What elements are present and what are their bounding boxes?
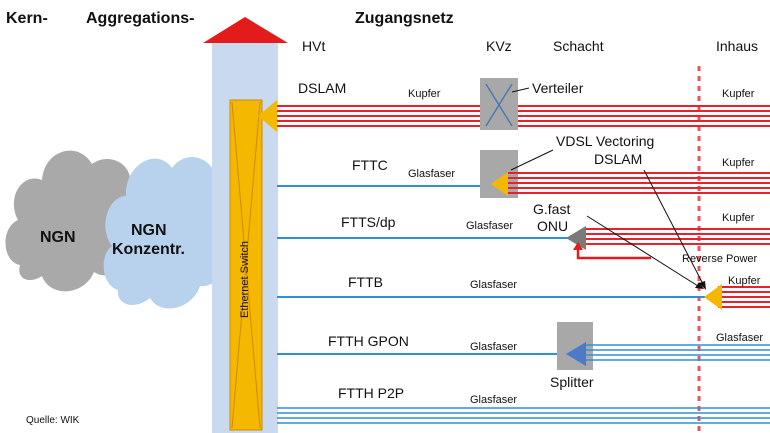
gpon-label: FTTH GPON: [328, 333, 409, 349]
gpon-fiber-label: Glasfaser: [470, 341, 517, 353]
fttc-fiber-label: Glasfaser: [408, 168, 455, 180]
verteiler-pointer: [511, 87, 530, 93]
ngn-konzentr-cloud-shape: [103, 157, 233, 309]
verteiler-label: Verteiler: [532, 80, 584, 96]
column-hvt: HVt: [302, 38, 325, 54]
gfast-to-fttb-arrowhead: [695, 282, 704, 289]
fttc-triangle: [491, 172, 508, 196]
heading-aggregation: Aggregations-: [86, 10, 194, 27]
ftts-label: FTTS/dp: [341, 214, 396, 230]
ftts-inhaus-copper-label: Kupfer: [722, 212, 755, 224]
row-ftts: FTTS/dp Glasfaser Kupfer G.fast ONU Reve…: [277, 201, 770, 265]
reverse-power-label: Reverse Power: [682, 253, 758, 265]
gfast-label-2: ONU: [537, 218, 568, 234]
source-label: Quelle: WIK: [26, 415, 80, 426]
p2p-fiber-lines: [277, 407, 770, 424]
reverse-power-line: [576, 246, 651, 260]
gfast-to-fttb-pointer: [586, 215, 699, 287]
fttb-triangle: [704, 284, 722, 310]
vdsl-pointer: [510, 149, 554, 171]
heading-access: Zugangsnetz: [355, 10, 454, 27]
reverse-power-arrow: [573, 242, 583, 250]
vdsl-to-fttb-pointer: [643, 169, 704, 285]
fttb-copper-lines: [718, 286, 770, 308]
dslam-label: DSLAM: [298, 80, 346, 96]
splitter-label: Splitter: [550, 374, 594, 390]
row-fttb: FTTB Glasfaser Kupfer: [277, 274, 770, 310]
ngn-konzentr-label-2: Konzentr.: [112, 241, 185, 258]
verteiler-cross-2: [485, 83, 513, 127]
row-ftth-p2p: FTTH P2P Glasfaser: [277, 385, 770, 424]
column-kvz: KVz: [486, 38, 512, 54]
dslam-triangle: [258, 100, 277, 132]
dslam-copper-lines: [277, 105, 770, 127]
vdsl-to-fttb-arrowhead: [699, 281, 706, 290]
fttb-inhaus-copper-label: Kupfer: [728, 275, 761, 287]
up-arrow-head: [203, 17, 288, 43]
row-ftth-gpon: FTTH GPON Glasfaser Glasfaser Splitter: [277, 322, 770, 390]
fttb-fiber-label: Glasfaser: [470, 279, 517, 291]
p2p-fiber-label: Glasfaser: [470, 394, 517, 406]
switch-diagonal-2: [231, 101, 261, 429]
fttc-inhaus-copper-label: Kupfer: [722, 157, 755, 169]
ethernet-switch-label: Ethernet Switch: [239, 241, 251, 318]
dslam-copper-label: Kupfer: [408, 88, 441, 100]
column-schacht: Schacht: [553, 38, 604, 54]
heading-kern: Kern-: [6, 10, 48, 27]
fttb-label: FTTB: [348, 274, 383, 290]
splitter-box: [557, 322, 593, 370]
row-dslam: DSLAM Kupfer Kupfer Verteiler: [258, 78, 770, 132]
ethernet-switch: Ethernet Switch: [229, 99, 263, 431]
ngn-konzentr-cloud: NGN Konzentr.: [103, 157, 233, 309]
fttc-copper-lines: [508, 172, 770, 194]
fttc-label: FTTC: [352, 157, 388, 173]
vdsl-label-2: DSLAM: [594, 151, 642, 167]
ngn-cloud-label: NGN: [40, 229, 76, 246]
splitter-triangle: [566, 342, 586, 366]
gpon-inhaus-fiber-label: Glasfaser: [716, 332, 763, 344]
column-inhaus: Inhaus: [716, 38, 758, 54]
ngn-konzentr-label-1: NGN: [131, 222, 167, 239]
vdsl-label-1: VDSL Vectoring: [556, 133, 654, 149]
gpon-split-lines: [584, 344, 770, 361]
row-fttc: FTTC Glasfaser Kupfer VDSL Vectoring DSL…: [277, 133, 770, 198]
p2p-label: FTTH P2P: [338, 385, 404, 401]
gfast-onu-triangle: [566, 226, 586, 250]
ftts-fiber-label: Glasfaser: [466, 220, 513, 232]
gfast-label-1: G.fast: [533, 201, 570, 217]
dslam-inhaus-copper-label: Kupfer: [722, 88, 755, 100]
